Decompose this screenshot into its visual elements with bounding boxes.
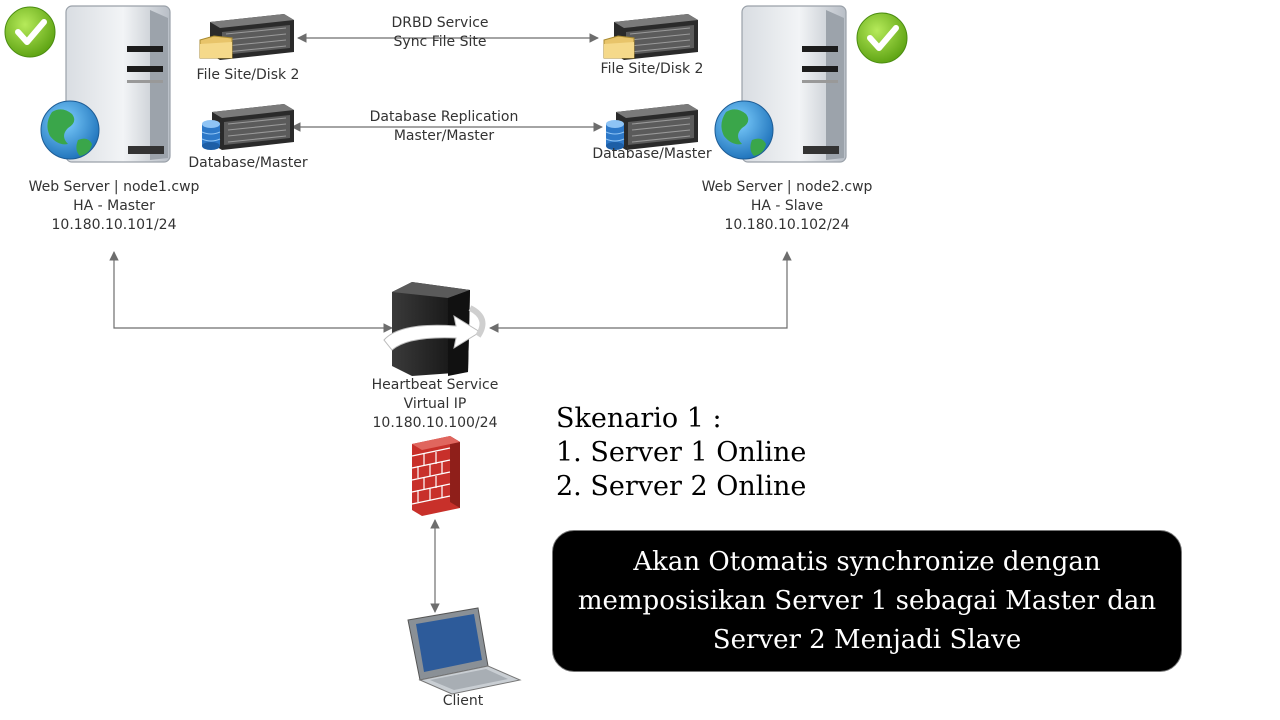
connectors <box>109 33 792 613</box>
node2-ip: 10.180.10.102/24 <box>724 217 850 233</box>
node1-server-label: Web Server | node1.cwp HA - Master 10.18… <box>14 178 214 235</box>
node1-heartbeat-connector <box>109 251 393 333</box>
firewall-icon <box>411 436 460 516</box>
node2-heartbeat-connector <box>489 251 792 333</box>
node2-server-label: Web Server | node2.cwp HA - Slave 10.180… <box>687 178 887 235</box>
sync-note-line-2: memposisikan Server 1 sebagai Master dan <box>577 585 1157 616</box>
node2-server-icon <box>741 5 847 163</box>
node1-database-icon <box>201 104 294 150</box>
db-replication-subtitle: Master/Master <box>393 128 495 144</box>
drbd-service-subtitle: Sync File Site <box>393 34 487 50</box>
node1-file-site-label: File Site/Disk 2 <box>196 67 300 83</box>
scenario-item-1: 1. Server 1 Online <box>556 437 807 468</box>
node1-database-label: Database/Master <box>188 155 308 171</box>
heartbeat-title: Heartbeat Service <box>371 377 499 393</box>
client-laptop-icon <box>407 607 522 695</box>
db-replication-title: Database Replication <box>369 109 519 125</box>
node2-database-label: Database/Master <box>592 146 712 162</box>
node2-database-icon <box>605 104 698 150</box>
drbd-service-label: DRBD Service Sync File Site <box>370 14 510 52</box>
sync-note-line-1: Akan Otomatis synchronize dengan <box>633 546 1101 577</box>
heartbeat-service-label: Heartbeat Service Virtual IP 10.180.10.1… <box>350 376 520 433</box>
node1-hostname: Web Server | node1.cwp <box>28 179 200 195</box>
db-replication-label: Database Replication Master/Master <box>350 108 538 146</box>
client-label: Client <box>442 693 484 709</box>
node2-file-site-label: File Site/Disk 2 <box>600 61 704 77</box>
scenario-text: Skenario 1 : 1. Server 1 Online 2. Serve… <box>556 402 806 504</box>
node2-globe-icon <box>714 100 774 160</box>
virtual-ip-title: Virtual IP <box>403 396 467 412</box>
node2-online-check-icon <box>856 12 908 64</box>
node2-file-storage-icon <box>603 14 698 60</box>
node1-role: HA - Master <box>73 198 155 214</box>
sync-note-box: Akan Otomatis synchronize dengan memposi… <box>552 530 1182 672</box>
virtual-ip-address: 10.180.10.100/24 <box>372 415 498 431</box>
node1-file-storage-icon <box>199 14 294 60</box>
drbd-service-title: DRBD Service <box>391 15 489 31</box>
heartbeat-service-icon <box>383 282 486 376</box>
sync-note-line-3: Server 2 Menjadi Slave <box>712 624 1022 655</box>
scenario-title: Skenario 1 : <box>556 403 722 434</box>
node2-role: HA - Slave <box>750 198 824 214</box>
node2-hostname: Web Server | node2.cwp <box>701 179 873 195</box>
node1-globe-icon <box>40 100 100 160</box>
node1-ip: 10.180.10.101/24 <box>51 217 177 233</box>
node1-online-check-icon <box>4 6 56 58</box>
scenario-item-2: 2. Server 2 Online <box>556 471 807 502</box>
